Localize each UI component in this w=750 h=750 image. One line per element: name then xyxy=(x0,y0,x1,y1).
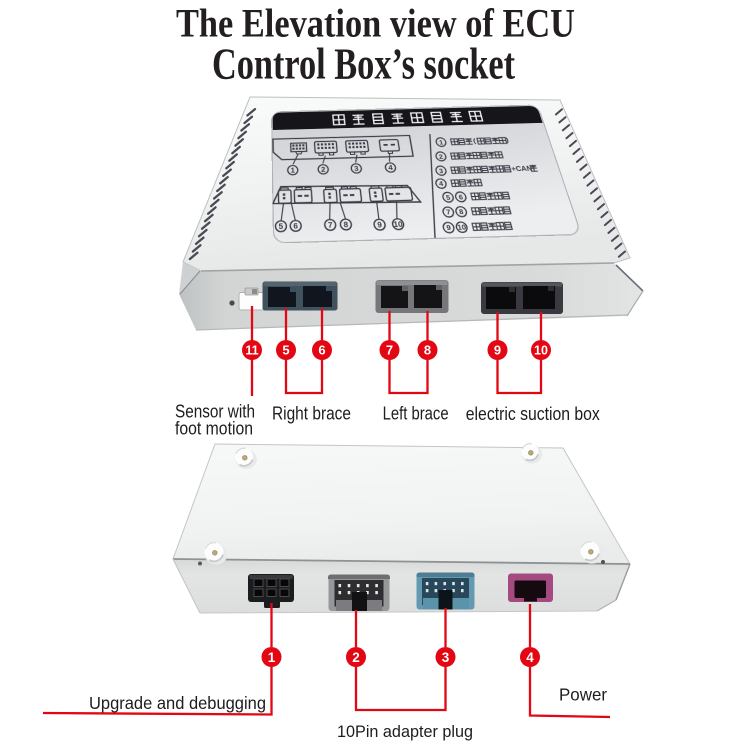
svg-text:4: 4 xyxy=(526,650,534,665)
svg-text:10: 10 xyxy=(534,344,548,358)
svg-text:1: 1 xyxy=(291,167,296,175)
svg-text:3: 3 xyxy=(354,165,360,173)
svg-text:Left brace: Left brace xyxy=(383,404,449,424)
svg-text:8: 8 xyxy=(458,208,465,217)
svg-text:3: 3 xyxy=(442,650,450,665)
svg-text:9: 9 xyxy=(494,343,501,358)
svg-text:10: 10 xyxy=(393,221,404,230)
svg-text:2: 2 xyxy=(438,153,444,161)
svg-text:9: 9 xyxy=(446,224,453,233)
svg-text:6: 6 xyxy=(458,193,465,201)
svg-text:5: 5 xyxy=(282,343,289,358)
svg-text:electric suction box: electric suction box xyxy=(466,404,600,424)
svg-text:5: 5 xyxy=(279,223,284,232)
svg-text:2: 2 xyxy=(321,166,326,174)
svg-text:8: 8 xyxy=(424,343,431,358)
svg-text:10Pin adapter plug: 10Pin adapter plug xyxy=(337,722,473,741)
svg-text:Control Box’s socket: Control Box’s socket xyxy=(212,40,515,89)
svg-text:7: 7 xyxy=(446,209,453,218)
svg-text:3: 3 xyxy=(438,167,444,175)
svg-text:7: 7 xyxy=(328,222,334,231)
svg-text:11: 11 xyxy=(245,344,258,358)
svg-text:6: 6 xyxy=(318,343,325,358)
svg-text:2: 2 xyxy=(352,650,360,665)
svg-text:4: 4 xyxy=(438,180,444,188)
svg-text:4: 4 xyxy=(388,165,394,173)
svg-text:5: 5 xyxy=(445,194,452,202)
svg-text:9: 9 xyxy=(377,221,383,230)
svg-text:6: 6 xyxy=(293,222,298,231)
svg-text:8: 8 xyxy=(343,221,349,230)
svg-text:Upgrade and debugging: Upgrade and debugging xyxy=(89,693,266,713)
svg-text:10: 10 xyxy=(457,224,468,233)
svg-text:Power: Power xyxy=(559,685,607,705)
svg-text:Right brace: Right brace xyxy=(272,404,351,424)
svg-text:1: 1 xyxy=(268,650,276,665)
svg-text:1: 1 xyxy=(438,139,444,146)
svg-text:foot motion: foot motion xyxy=(175,418,253,438)
svg-text:Sensor with: Sensor with xyxy=(175,402,255,422)
svg-text:+CAN: +CAN xyxy=(511,165,534,173)
svg-text:7: 7 xyxy=(386,343,393,358)
svg-text:The Elevation view of ECU: The Elevation view of ECU xyxy=(176,1,575,46)
